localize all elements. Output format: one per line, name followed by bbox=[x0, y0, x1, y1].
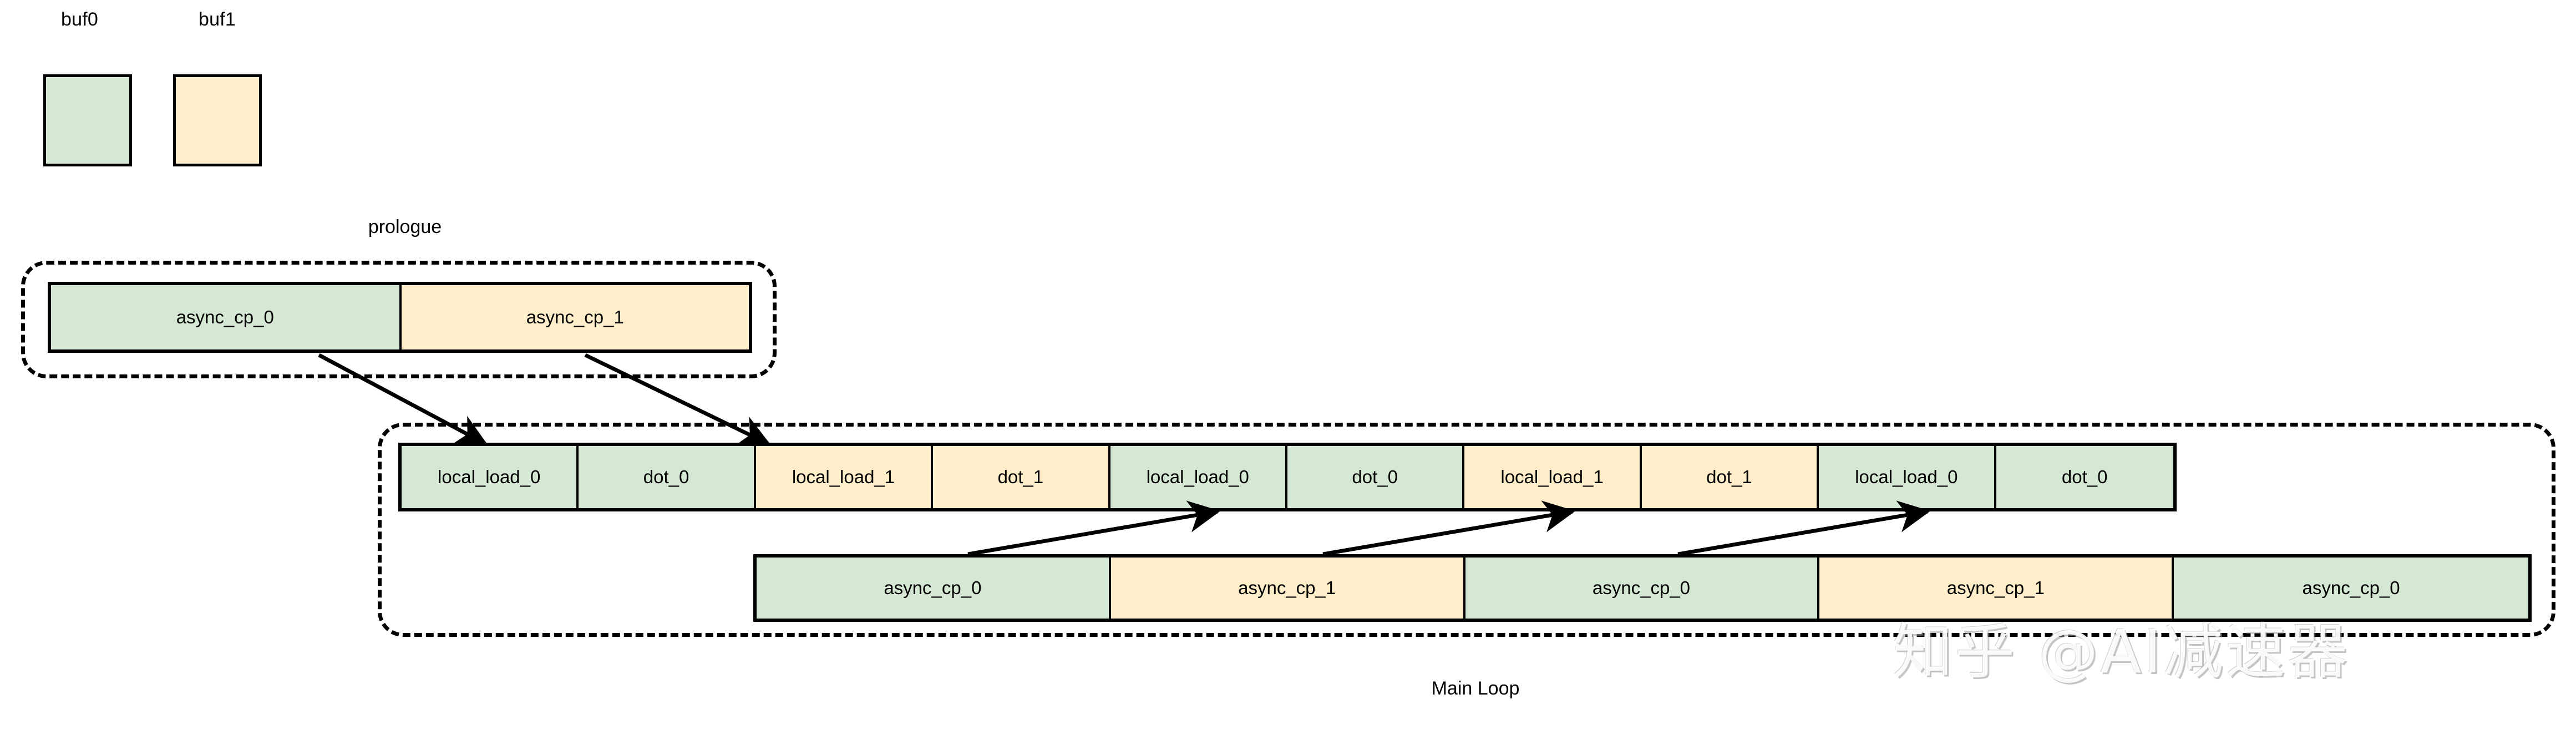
prologue-strip: async_cp_0 async_cp_1 bbox=[48, 282, 752, 353]
prologue-cell-1[interactable]: async_cp_1 bbox=[401, 285, 749, 349]
compute-cell-9[interactable]: dot_0 bbox=[1996, 446, 2173, 508]
compute-cell-4[interactable]: local_load_0 bbox=[1110, 446, 1287, 508]
legend-swatch-buf0 bbox=[43, 74, 132, 166]
legend-label-buf1: buf1 bbox=[199, 9, 236, 30]
legend-swatch-buf1 bbox=[173, 74, 262, 166]
copy-cell-3[interactable]: async_cp_1 bbox=[1819, 558, 2174, 619]
compute-cell-7[interactable]: dot_1 bbox=[1641, 446, 1819, 508]
compute-cell-2[interactable]: local_load_1 bbox=[755, 446, 934, 508]
prologue-cell-0[interactable]: async_cp_0 bbox=[51, 285, 402, 349]
compute-cell-3[interactable]: dot_1 bbox=[933, 446, 1110, 508]
compute-cell-8[interactable]: local_load_0 bbox=[1819, 446, 1996, 508]
copy-cell-4[interactable]: async_cp_0 bbox=[2174, 558, 2528, 619]
main-loop-group bbox=[378, 423, 2555, 637]
legend-label-buf0: buf0 bbox=[61, 9, 98, 30]
main-loop-caption: Main Loop bbox=[1431, 678, 1520, 699]
main-loop-copy-row: async_cp_0 async_cp_1 async_cp_0 async_c… bbox=[753, 554, 2532, 622]
prologue-caption: prologue bbox=[368, 216, 442, 237]
compute-cell-0[interactable]: local_load_0 bbox=[402, 446, 579, 508]
main-loop-compute-row: local_load_0 dot_0 local_load_1 dot_1 lo… bbox=[398, 443, 2177, 511]
compute-cell-1[interactable]: dot_0 bbox=[579, 446, 756, 508]
compute-cell-6[interactable]: local_load_1 bbox=[1464, 446, 1642, 508]
compute-cell-5[interactable]: dot_0 bbox=[1287, 446, 1465, 508]
copy-cell-0[interactable]: async_cp_0 bbox=[757, 558, 1111, 619]
copy-cell-1[interactable]: async_cp_1 bbox=[1110, 558, 1466, 619]
copy-cell-2[interactable]: async_cp_0 bbox=[1465, 558, 1820, 619]
